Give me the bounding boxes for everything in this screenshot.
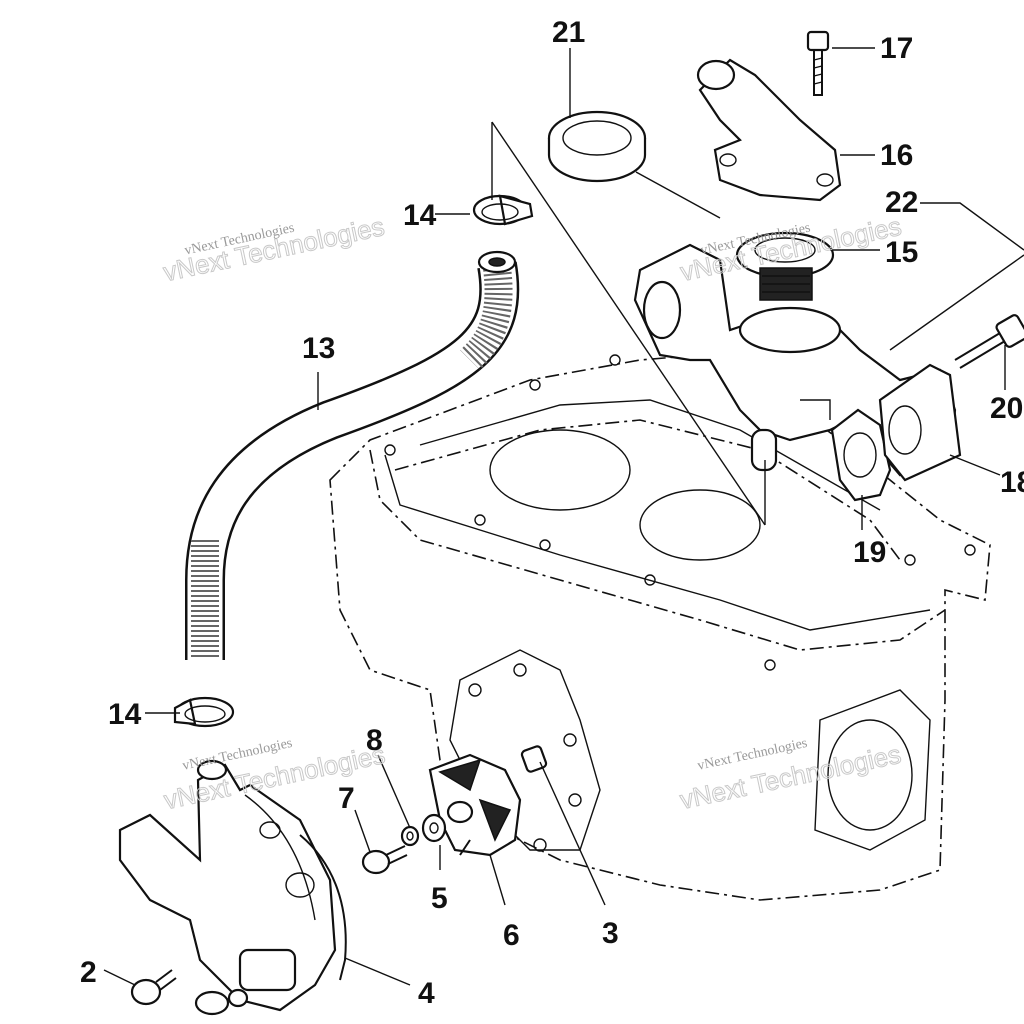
hose-13 — [185, 250, 520, 660]
bolt-20 — [954, 314, 1024, 369]
washer-lower — [194, 988, 249, 1016]
callout-7: 7 — [338, 782, 355, 815]
pump-housing-4 — [118, 759, 347, 1012]
callout-14-top: 14 — [403, 199, 437, 232]
bolt-7 — [361, 845, 408, 875]
bolt-2 — [130, 969, 177, 1006]
callout-22: 22 — [885, 186, 918, 219]
watermark-4: vNext Technologies vNext Technologies — [677, 736, 904, 816]
bolt-17 — [806, 30, 830, 96]
thermostat-15 — [735, 231, 835, 301]
gasket-19 — [830, 408, 892, 502]
callout-16: 16 — [880, 139, 913, 172]
callout-8: 8 — [366, 724, 383, 757]
outlet-elbow-16 — [696, 58, 842, 202]
seal-21 — [547, 110, 647, 183]
washer-5 — [421, 813, 447, 843]
callout-14-bottom: 14 — [108, 698, 142, 731]
callout-labels: 21 17 16 22 15 14 13 20 18 19 14 8 7 5 6… — [80, 16, 1024, 1010]
clamp-14-top — [472, 194, 534, 226]
callout-3: 3 — [602, 917, 619, 950]
callout-18: 18 — [1000, 466, 1024, 499]
callout-2: 2 — [80, 956, 97, 989]
callout-6: 6 — [503, 919, 520, 952]
impeller-6 — [428, 753, 522, 857]
pin-3 — [520, 745, 548, 773]
clamp-14-bottom — [173, 696, 235, 728]
callout-4: 4 — [418, 977, 435, 1010]
washer-8 — [400, 825, 420, 847]
callout-5: 5 — [431, 882, 448, 915]
callout-19: 19 — [853, 536, 886, 569]
leader-lines — [103, 47, 1024, 986]
watermark-1: vNext Technologies vNext Technologies — [160, 211, 387, 288]
callout-21: 21 — [552, 16, 585, 49]
callout-13: 13 — [302, 332, 335, 365]
callout-17: 17 — [880, 32, 913, 65]
cover-18 — [878, 363, 962, 482]
callout-15: 15 — [885, 236, 918, 269]
callout-20: 20 — [990, 392, 1023, 425]
